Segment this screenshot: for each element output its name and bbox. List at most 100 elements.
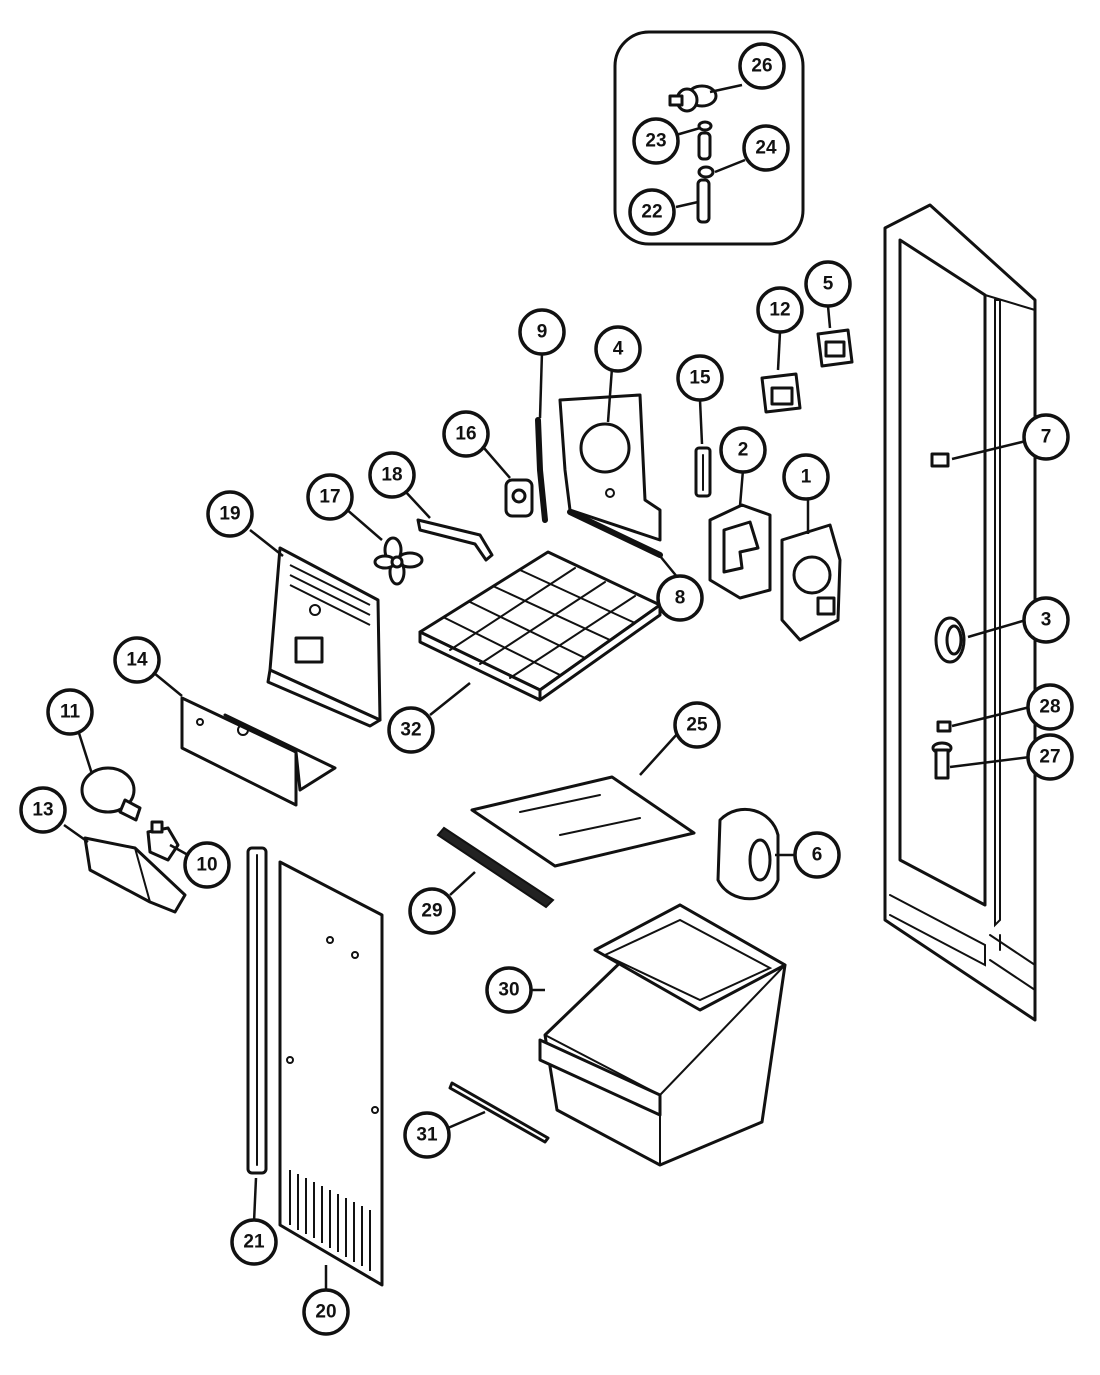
part-25-glass-shelf [470,775,696,868]
callout-14: 14 [113,636,161,684]
part-14-bracket [180,696,337,807]
callout-1: 1 [782,453,830,501]
part-3-plug [934,616,966,664]
part-20-panel [278,860,384,1287]
svg-text:24: 24 [755,138,777,159]
part-4-panel [558,393,662,542]
part-31-strip [448,1081,550,1144]
callout-19: 19 [206,490,254,538]
part-30-bin [538,903,787,1167]
part-23-ring [697,120,713,132]
svg-text:12: 12 [769,300,790,321]
svg-text:3: 3 [1041,610,1052,631]
svg-text:27: 27 [1039,747,1060,768]
part-28-screw [936,720,952,733]
part-29-shelf-trim [436,826,555,909]
callout-26: 26 [738,42,786,90]
svg-text:25: 25 [686,715,708,736]
part-15-strip [694,446,712,498]
callout-6: 6 [793,831,841,879]
svg-text:11: 11 [60,702,81,723]
svg-text:32: 32 [400,720,421,741]
part-6-lens [716,807,780,901]
part-2-housing [708,503,772,600]
callout-23: 23 [632,117,680,165]
svg-text:10: 10 [196,855,217,876]
part-10-socket [146,820,180,862]
part-13-lens-cover [83,836,187,914]
svg-text:2: 2 [738,440,749,461]
part-5-switch [816,328,854,368]
part-9-tube [535,417,548,523]
callout-17: 17 [306,473,354,521]
callout-8: 8 [656,574,704,622]
callout-28: 28 [1026,683,1074,731]
svg-text:17: 17 [319,487,340,508]
part-7-screw [930,452,950,468]
part-23-tube [697,131,712,161]
svg-text:14: 14 [126,650,148,671]
part-24-nut [697,165,715,179]
svg-text:4: 4 [613,339,624,360]
svg-text:1: 1 [801,467,812,488]
callout-12: 12 [756,286,804,334]
svg-text:18: 18 [381,465,402,486]
part-12-switch [760,372,802,414]
part-19-cover [266,546,382,728]
callout-5: 5 [804,260,852,308]
svg-text:8: 8 [675,588,686,609]
callout-21: 21 [230,1218,278,1266]
svg-text:21: 21 [243,1232,265,1253]
svg-text:19: 19 [219,504,240,525]
svg-text:26: 26 [751,56,772,77]
part-26-fitting [668,84,718,113]
callout-2: 2 [719,426,767,474]
part-17-fan-blade [373,536,424,586]
callout-11: 11 [46,688,94,736]
svg-text:22: 22 [641,202,662,223]
part-1-shroud [780,523,842,642]
svg-text:20: 20 [315,1302,336,1323]
cabinet [883,203,1037,1022]
svg-text:16: 16 [455,424,476,445]
callout-24: 24 [742,124,790,172]
callout-27: 27 [1026,733,1074,781]
svg-text:23: 23 [645,131,666,152]
svg-text:6: 6 [812,845,823,866]
svg-text:31: 31 [416,1125,438,1146]
svg-text:7: 7 [1041,427,1052,448]
callout-22: 22 [628,188,676,236]
part-22-tube [696,178,711,224]
svg-text:13: 13 [32,800,53,821]
part-32-shelf [418,550,662,702]
svg-text:15: 15 [689,368,711,389]
part-18-bracket [416,518,494,562]
svg-text:5: 5 [823,274,834,295]
callout-25: 25 [673,701,721,749]
callout-16: 16 [442,410,490,458]
leader-lines [63,83,1031,1290]
callout-3: 3 [1022,596,1070,644]
callout-7: 7 [1022,413,1070,461]
part-8-strip [567,509,663,558]
svg-text:9: 9 [537,322,548,343]
callout-18: 18 [368,451,416,499]
svg-text:30: 30 [498,980,519,1001]
callout-31: 31 [403,1111,451,1159]
callout-9: 9 [518,308,566,356]
callout-13: 13 [19,786,67,834]
part-27-fastener [931,741,953,780]
svg-text:28: 28 [1039,697,1060,718]
svg-text:29: 29 [421,901,442,922]
callout-15: 15 [676,354,724,402]
part-21-trim [246,846,268,1175]
callout-29: 29 [408,887,456,935]
panel-vent-slots [289,1170,371,1271]
callout-30: 30 [485,966,533,1014]
callout-20: 20 [302,1288,350,1336]
part-11-bulb [80,766,142,822]
callout-32: 32 [387,706,435,754]
part-16-control [504,478,534,518]
callout-10: 10 [183,841,231,889]
